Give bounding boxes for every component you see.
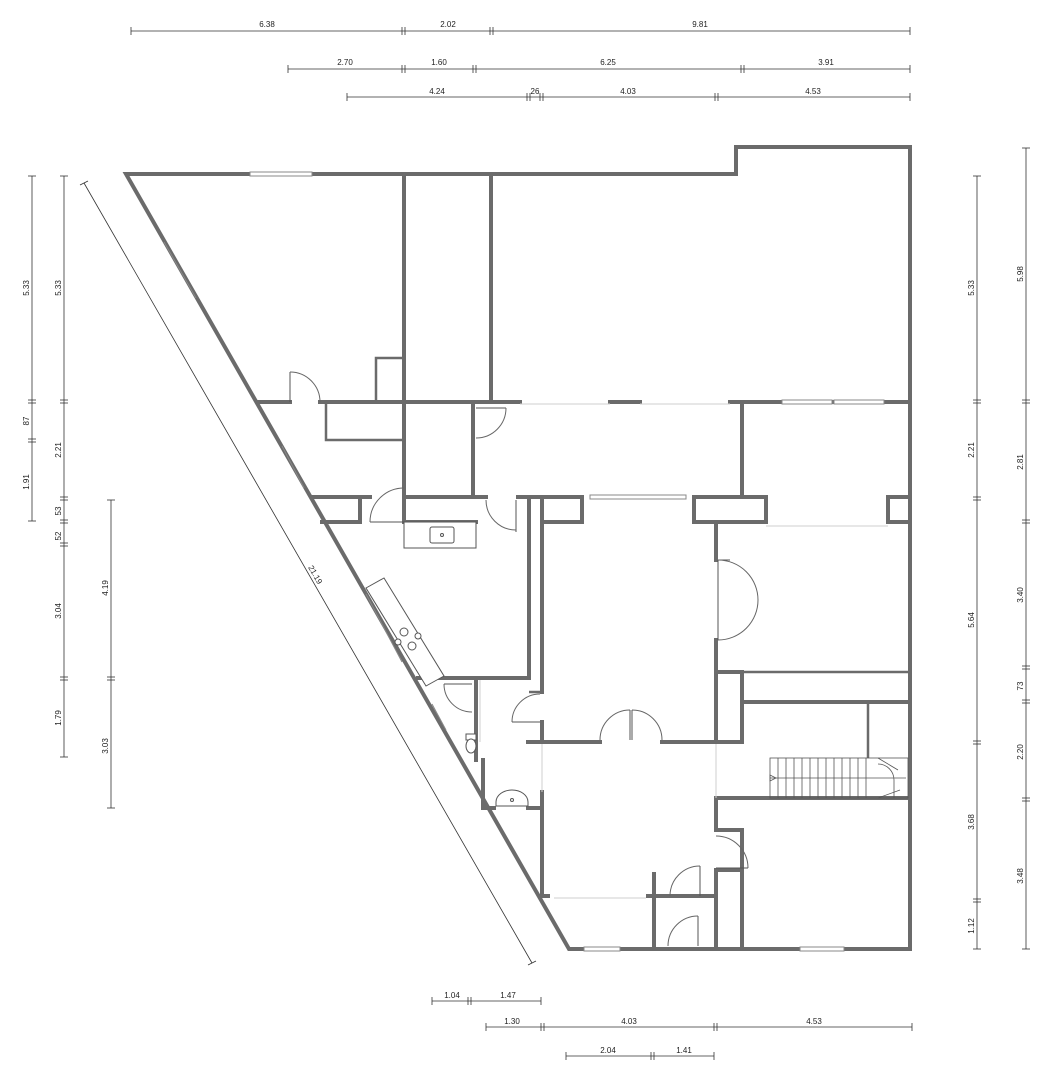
dim-left-inner-b: 2.21 (54, 442, 63, 458)
dim-top-2-c: 6.25 (600, 58, 616, 67)
dim-top-1-a: 6.38 (259, 20, 275, 29)
dim-right-inner-b: 2.21 (967, 442, 976, 458)
dim-right-inner-e: 1.12 (967, 918, 976, 934)
basin-icon (495, 789, 529, 807)
dim-top-3-c: 4.03 (620, 87, 636, 96)
window-top (249, 171, 313, 177)
dim-top-3-a: 4.24 (429, 87, 445, 96)
dim-left-inner-a: 5.33 (54, 280, 63, 296)
dim-top-1-c: 9.81 (692, 20, 708, 29)
openings (479, 403, 888, 899)
dim-top-2-b: 1.60 (431, 58, 447, 67)
dim-left-outer-a: 5.33 (22, 280, 31, 296)
dim-right-outer-c: 3.40 (1016, 587, 1025, 603)
dim-bottom-2-b: 4.03 (621, 1017, 637, 1026)
dim-top-1-b: 2.02 (440, 20, 456, 29)
dim-top-3-b: 26 (531, 87, 540, 96)
dim-bottom-1-a: 1.04 (444, 991, 460, 1000)
dim-right-outer-e: 2.20 (1016, 744, 1025, 760)
dim-bottom-1-b: 1.47 (500, 991, 516, 1000)
dim-right-outer-b: 2.81 (1016, 454, 1025, 470)
stair-arrow-icon (769, 774, 777, 782)
windows (163, 171, 885, 952)
dim-left-third-a: 4.19 (101, 580, 110, 596)
dim-top-3-d: 4.53 (805, 87, 821, 96)
dim-bottom-2-c: 4.53 (806, 1017, 822, 1026)
dim-right-outer-a: 5.98 (1016, 266, 1025, 282)
dim-left-inner-e: 3.04 (54, 603, 63, 619)
dim-top-2-d: 3.91 (818, 58, 834, 67)
staircase (769, 757, 909, 799)
window-middle-room (589, 494, 687, 500)
fixtures (365, 521, 529, 807)
toilet-icon (465, 733, 477, 754)
dim-right-inner-c: 5.64 (967, 612, 976, 628)
walls (122, 145, 912, 951)
dim-bottom-2-a: 1.30 (504, 1017, 520, 1026)
window-right-top-1 (781, 399, 833, 405)
stove-icon (365, 577, 445, 687)
dim-right-inner-a: 5.33 (967, 280, 976, 296)
dim-left-third-b: 3.03 (101, 738, 110, 754)
doors (289, 371, 759, 947)
dim-left-outer-b: 87 (22, 416, 31, 425)
window-right-top-2 (833, 399, 885, 405)
dimension-lines: 6.38 2.02 9.81 2.70 1.60 6.25 3.91 4.24 … (22, 20, 1030, 1060)
window-bottom-1 (583, 946, 621, 952)
dim-top-2-a: 2.70 (337, 58, 353, 67)
dim-left-outer-c: 1.91 (22, 474, 31, 490)
dim-bottom-3-a: 2.04 (600, 1046, 616, 1055)
dim-left-inner-f: 1.79 (54, 710, 63, 726)
dim-left-inner-d: 52 (54, 531, 63, 540)
dim-bottom-3-b: 1.41 (676, 1046, 692, 1055)
dim-right-inner-d: 3.68 (967, 814, 976, 830)
dim-right-outer-d: 73 (1016, 681, 1025, 690)
dim-left-inner-c: 53 (54, 506, 63, 515)
dim-right-outer-f: 3.48 (1016, 868, 1025, 884)
window-bottom-2 (799, 946, 845, 952)
sink-icon (403, 521, 477, 549)
exterior-wall (122, 145, 912, 951)
